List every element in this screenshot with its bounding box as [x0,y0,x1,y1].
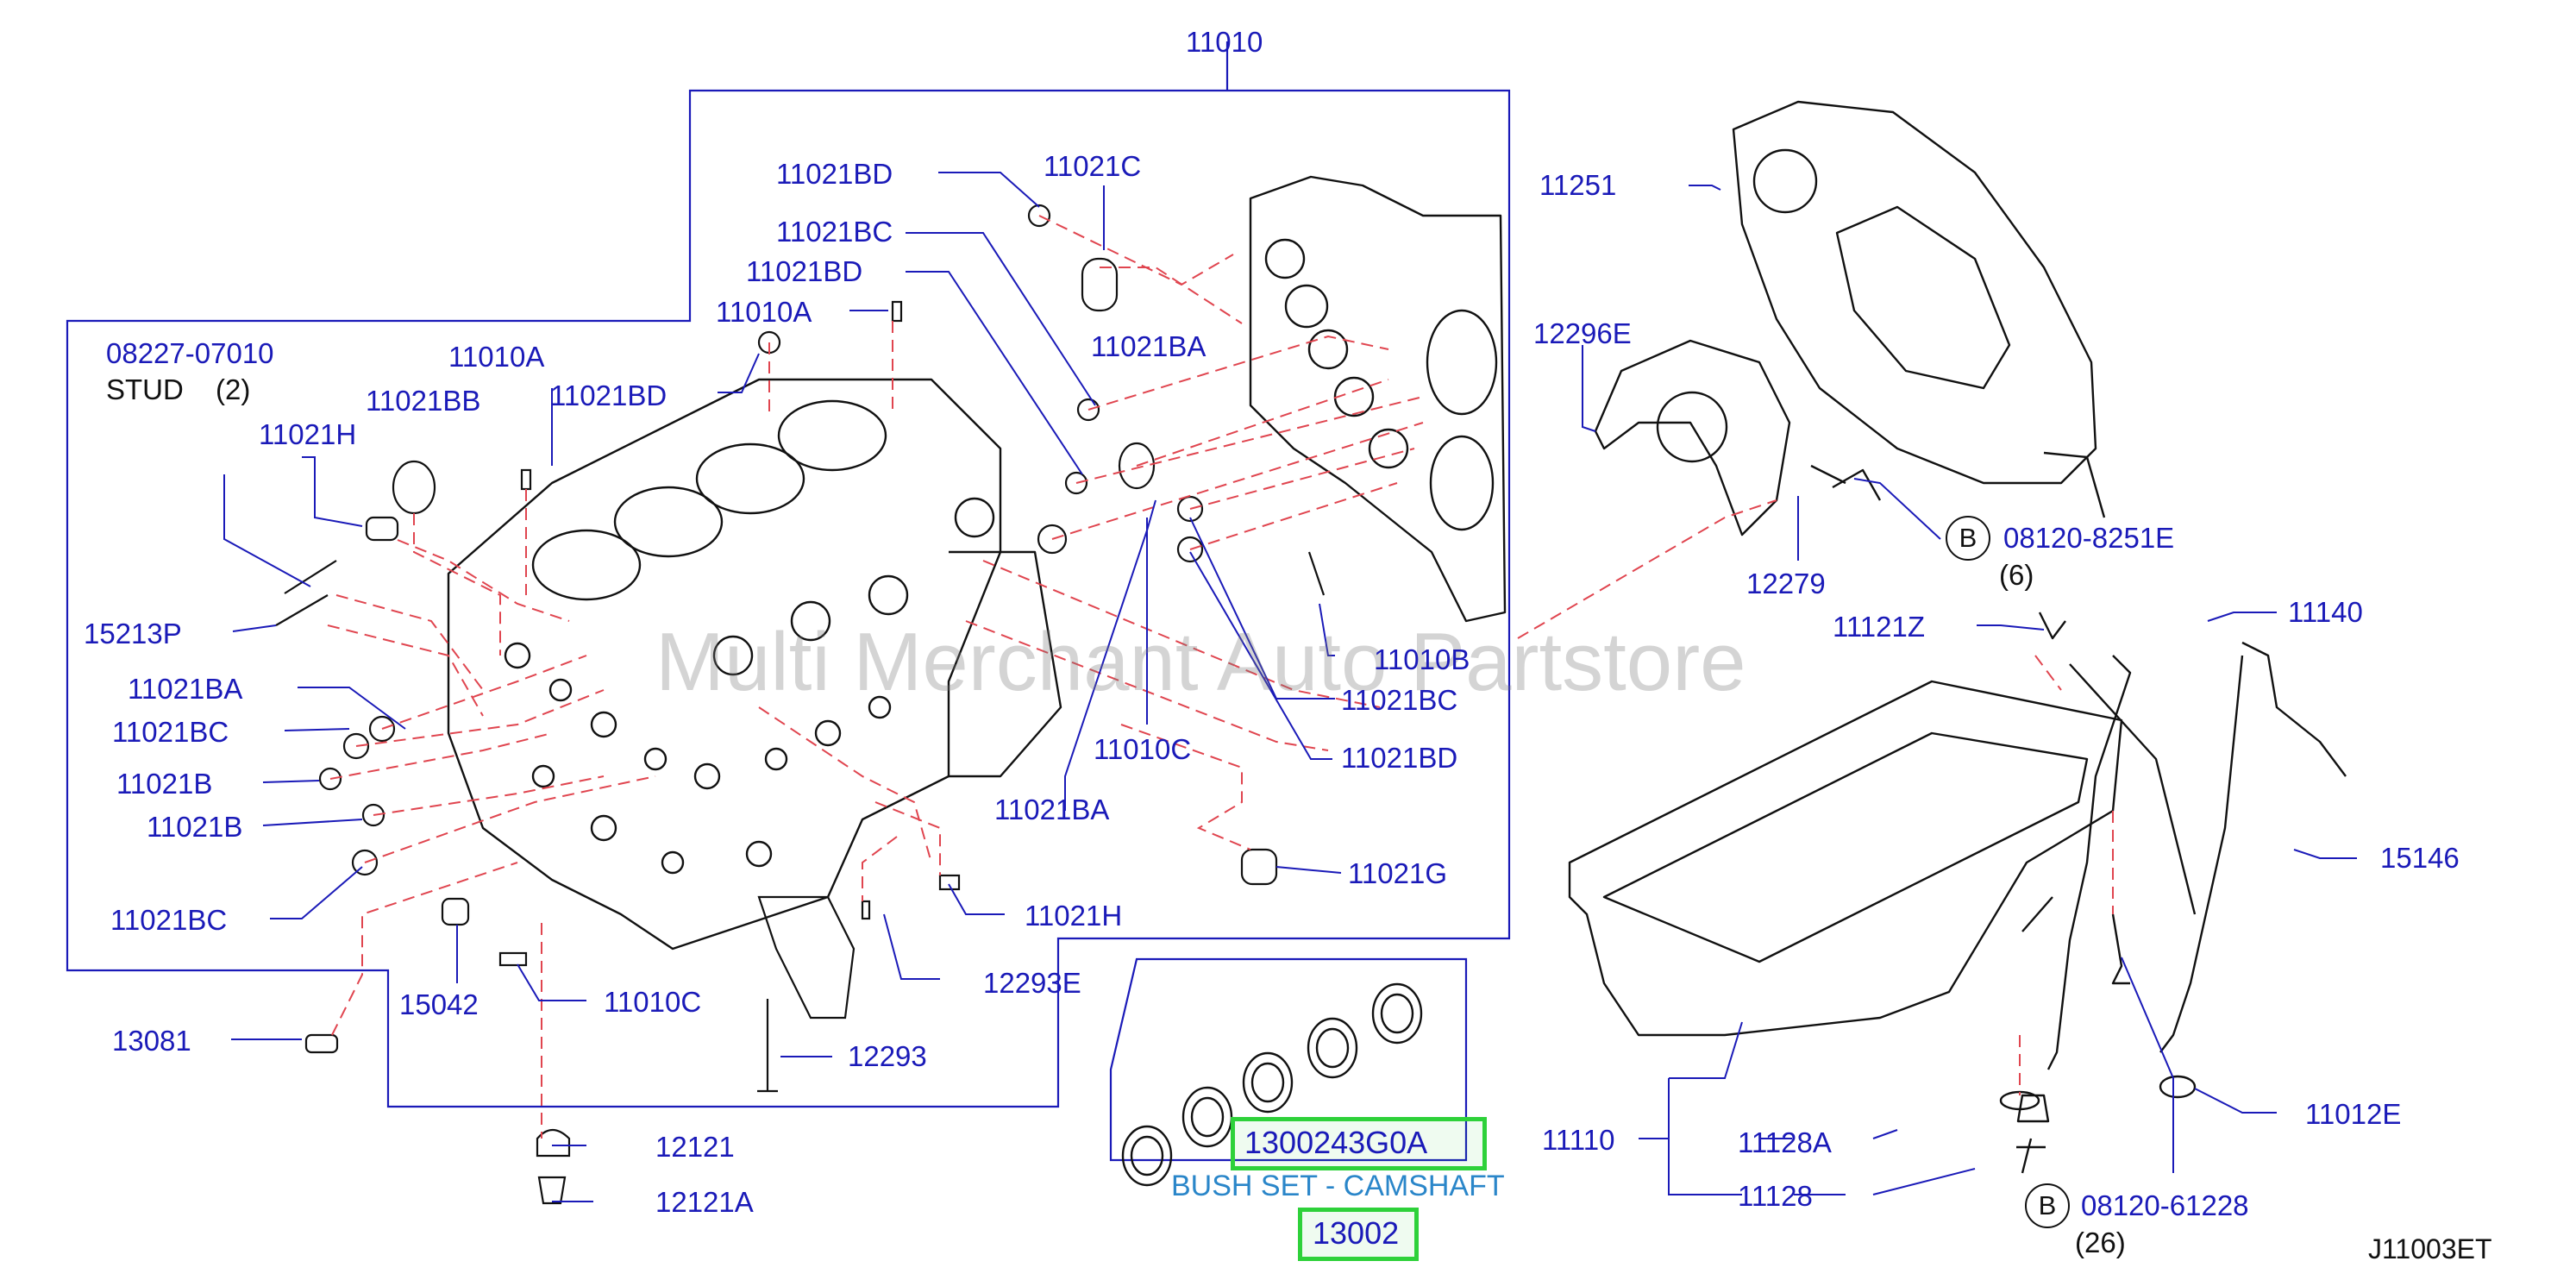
callout-12279[interactable]: 12279 [1746,568,1826,599]
camshaft-bush-drawings [1121,982,1423,1187]
callout-11010[interactable]: 11010 [1186,26,1263,58]
callout-11021C[interactable]: 11021C [1044,150,1142,182]
assembly-dashed-lines [327,215,2114,1139]
callout-15042[interactable]: 15042 [399,988,479,1020]
callout-11128[interactable]: 11128 [1738,1180,1813,1212]
highlighted-ref-13002[interactable]: 13002 [1313,1215,1400,1251]
right-side-parts-drawings [1568,100,2347,1174]
bolt-qty-26: (26) [2075,1227,2126,1258]
callout-11021B[interactable]: 11021B [147,811,243,843]
callout-12293[interactable]: 12293 [848,1040,927,1072]
callout-11128A[interactable]: 11128A [1738,1126,1832,1158]
highlight-box-part-number [1231,1117,1487,1170]
callout-11021BD[interactable]: 11021BD [776,158,893,190]
highlighted-part-caption: BUSH SET - CAMSHAFT [1171,1170,1505,1202]
callout-11140[interactable]: 11140 [2288,596,2363,628]
callout-11021H[interactable]: 11021H [259,418,357,450]
stud-qty: (2) [216,373,251,405]
callout-12293E[interactable]: 12293E [983,967,1081,999]
diagram-code: J11003ET [2368,1233,2492,1264]
highlight-box-ref [1298,1208,1419,1261]
callout-12121A[interactable]: 12121A [655,1186,754,1218]
callout-11021BB[interactable]: 11021BB [366,385,481,417]
callout-11021BC[interactable]: 11021BC [112,716,229,748]
callout-11010B[interactable]: 11010B [1374,643,1470,675]
callout-11021H[interactable]: 11021H [1025,900,1123,932]
bolt-qty-6: (6) [1999,559,2034,591]
callout-11010A[interactable]: 11010A [448,341,545,373]
callout-11010C[interactable]: 11010C [604,986,702,1018]
callout-15146[interactable]: 15146 [2380,842,2460,874]
small-parts-drawings [275,204,1326,1205]
callout-11021BD[interactable]: 11021BD [746,255,863,287]
callout-11021G[interactable]: 11021G [1348,857,1447,889]
callout-11021BA[interactable]: 11021BA [128,673,243,705]
callout-11021BD[interactable]: 11021BD [550,380,668,411]
callout-11021BC[interactable]: 11021BC [776,216,893,248]
bolt-marker-b-circle: B [2025,1183,2070,1228]
callout-12121[interactable]: 12121 [655,1131,735,1163]
callout-leader-lines [223,41,2357,1202]
callout-11110[interactable]: 11110 [1542,1124,1615,1156]
callout-08120-61228[interactable]: 08120-61228 [2081,1189,2249,1221]
stud-label: STUD [106,373,184,405]
callout-11021BA[interactable]: 11021BA [1091,330,1207,362]
callout-11012E[interactable]: 11012E [2305,1098,2402,1130]
callout-11121Z[interactable]: 11121Z [1833,611,1926,643]
bolt-marker-b-circle: B [1946,516,1990,561]
callout-15213P[interactable]: 15213P [84,618,182,649]
callout-11021B[interactable]: 11021B [116,768,213,800]
callout-11021BA[interactable]: 11021BA [994,794,1110,825]
watermark-text: Multi Merchant Auto Partstore [655,616,1746,708]
callout-12296E[interactable]: 12296E [1533,317,1632,349]
callout-11021BD[interactable]: 11021BD [1341,742,1458,774]
callout-11251[interactable]: 11251 [1539,169,1617,201]
cylinder-block-rear-view [1249,175,1507,623]
callout-08120-8251E[interactable]: 08120-8251E [2003,522,2175,554]
callout-08227-07010[interactable]: 08227-07010 [106,337,274,369]
callout-11021BC[interactable]: 11021BC [1341,684,1458,716]
assembly-frame-11010 [66,41,1511,1162]
callout-11021BC[interactable]: 11021BC [110,904,228,936]
callout-11010C[interactable]: 11010C [1094,733,1192,765]
highlighted-part-number[interactable]: 1300243G0A [1244,1125,1428,1160]
callout-13081[interactable]: 13081 [112,1025,191,1057]
callout-11010A[interactable]: 11010A [716,296,812,328]
